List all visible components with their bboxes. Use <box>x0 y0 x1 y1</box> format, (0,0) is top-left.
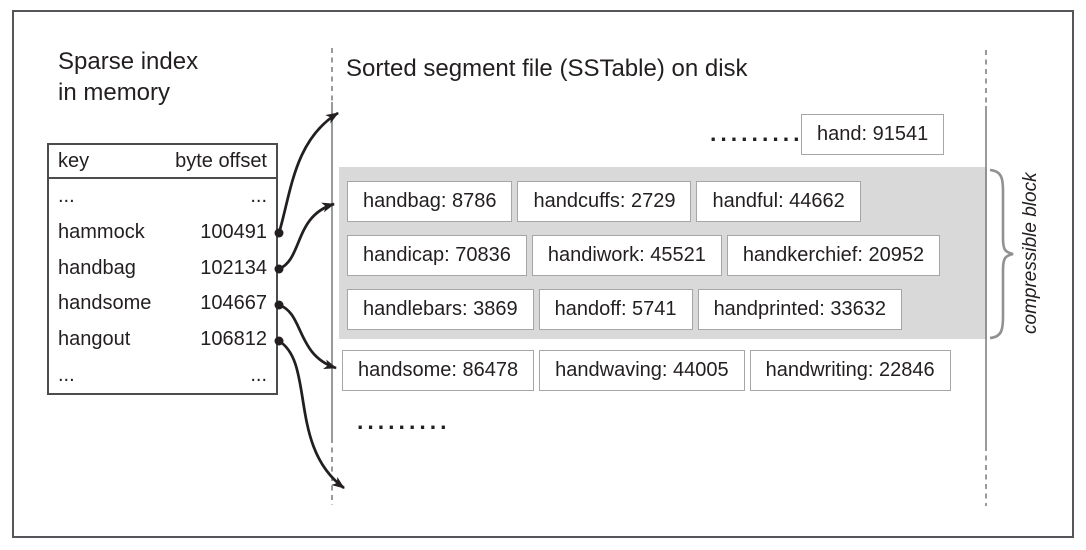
index-key: hammock <box>58 221 145 243</box>
segment-entry-hand: hand: 91541 <box>801 114 945 155</box>
segment-entry: handcuffs: 2729 <box>517 181 692 222</box>
segment-entry: handicap: 70836 <box>347 235 527 276</box>
index-byte-offset: ... <box>250 185 267 208</box>
index-byte-offset: 102134 <box>200 256 267 279</box>
segment-entry: handoff: 5741 <box>538 289 693 330</box>
segment-bottom-ellipsis: ......... <box>357 408 451 434</box>
index-table-row: hammock 100491 <box>49 215 276 251</box>
compressible-block-label: compressible block <box>1020 172 1041 334</box>
segment-top-ellipsis: ......... <box>710 120 804 146</box>
index-key: ... <box>58 185 75 208</box>
index-byte-offset: ... <box>250 363 267 386</box>
index-key: handsome <box>58 292 152 315</box>
index-key: handbag <box>58 256 136 279</box>
segment-entry: handwaving: 44005 <box>539 350 745 391</box>
index-byte-offset: 106812 <box>200 328 267 351</box>
index-table-row: handbag 102134 <box>49 250 276 286</box>
index-key: hangout <box>58 328 131 351</box>
segment-entry: handiwork: 45521 <box>531 235 722 276</box>
sstable-title: Sorted segment file (SSTable) on disk <box>346 55 748 82</box>
segment-entry: handbag: 8786 <box>347 181 513 222</box>
segment-entry: handsome: 86478 <box>342 350 535 391</box>
sparse-index-table-header: key byte offset <box>49 145 276 179</box>
sparse-index-table-body: ...... hammock 100491 handbag 102134 handsome… <box>49 179 276 393</box>
index-byte-offset: 100491 <box>200 221 267 243</box>
column-header-key: key <box>58 149 90 172</box>
index-byte-offset: 104667 <box>200 292 267 315</box>
column-header-byte-offset: byte offset <box>175 149 267 172</box>
outer-frame <box>12 10 1074 538</box>
sparse-index-table: key byte offset ...... hammock 100491 handb… <box>47 143 278 395</box>
index-key: ... <box>58 363 75 386</box>
index-table-row: ...... <box>49 179 276 215</box>
sparse-index-title: Sparse index in memory <box>58 48 199 106</box>
segment-entry: handlebars: 3869 <box>347 289 534 330</box>
segment-entry: handwriting: 22846 <box>749 350 951 391</box>
segment-entry: handful: 44662 <box>696 181 861 222</box>
index-table-row: ...... <box>49 357 276 393</box>
index-table-row: hangout 106812 <box>49 322 276 358</box>
index-table-row: handsome 104667 <box>49 286 276 322</box>
segment-entry: handprinted: 33632 <box>697 289 902 330</box>
segment-entry: handkerchief: 20952 <box>726 235 941 276</box>
